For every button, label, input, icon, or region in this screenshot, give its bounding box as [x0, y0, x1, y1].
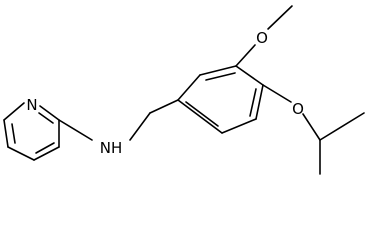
double-bond-inner: [249, 88, 257, 117]
isopropoxy-oxygen-label: O: [292, 100, 304, 118]
bond: [33, 146, 60, 161]
bond: [302, 113, 321, 141]
methoxy-group: [235, 5, 293, 67]
bond: [199, 65, 237, 76]
double-bond-inner: [185, 101, 219, 127]
bond: [262, 84, 292, 103]
double-bond-inner: [11, 123, 16, 144]
double-bond-inner: [35, 142, 55, 154]
bond: [3, 119, 9, 148]
amine-linker: [58, 99, 179, 141]
bond: [177, 74, 201, 101]
bond: [221, 118, 257, 134]
pyridine-ring: [3, 102, 60, 161]
bond: [255, 84, 264, 120]
bond: [58, 119, 93, 141]
bond: [129, 112, 151, 141]
bond: [235, 65, 264, 86]
structure-canvas: N NH O O: [3, 5, 365, 175]
bond: [319, 112, 365, 141]
bond: [39, 105, 60, 121]
amine-nh-label: NH: [100, 139, 123, 157]
bond: [177, 99, 223, 134]
bond: [235, 44, 256, 67]
bond: [149, 99, 179, 114]
bond: [3, 102, 25, 121]
pyridine-nitrogen-label: N: [26, 96, 37, 114]
molecule-structure: N NH O O: [3, 5, 365, 175]
isopropoxy-group: [262, 84, 365, 175]
double-bond-inner: [38, 112, 54, 124]
double-bond-inner: [205, 72, 236, 81]
methoxy-oxygen-label: O: [256, 29, 268, 47]
bond: [267, 5, 293, 30]
benzene-ring: [177, 65, 264, 134]
bond: [7, 146, 35, 161]
